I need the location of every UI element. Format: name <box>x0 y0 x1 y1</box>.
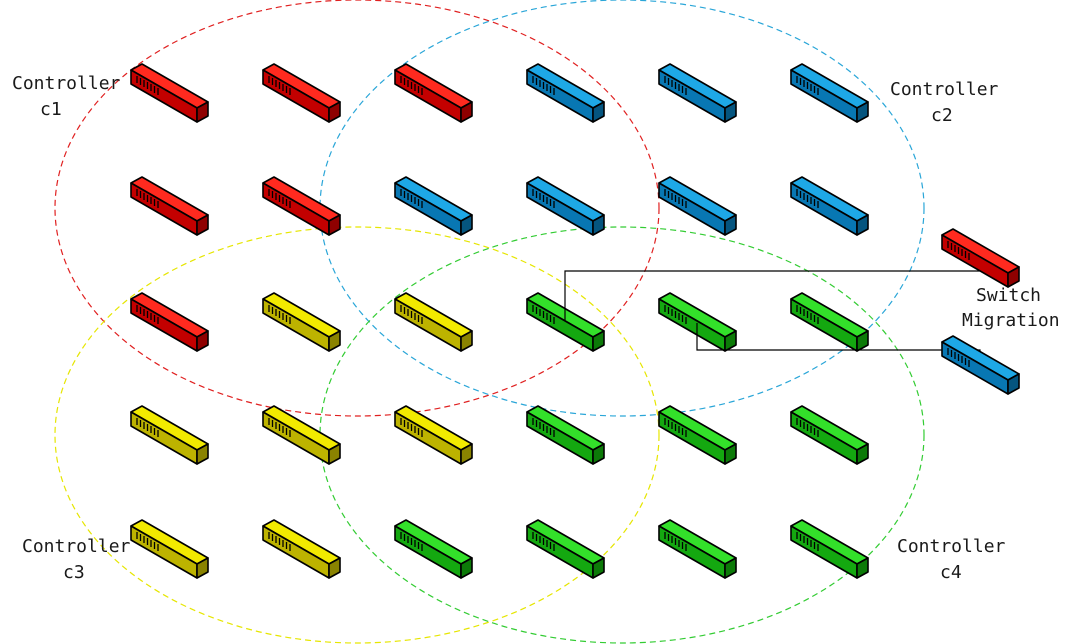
switch-r2-c1 <box>130 176 209 236</box>
switch-r4-c2 <box>262 405 341 465</box>
controller-c2-domain <box>319 0 925 417</box>
switch-r1-c2 <box>262 63 341 123</box>
switch-r4-c5 <box>658 405 737 465</box>
switch-r4-c1 <box>130 405 209 465</box>
switch-r1-c5 <box>658 63 737 123</box>
switch-r2-c6 <box>790 176 869 236</box>
switch-r3-c3 <box>394 292 473 352</box>
switch-r1-c3 <box>394 63 473 123</box>
controller-c1-domain <box>54 0 660 417</box>
migration-target-switch <box>941 335 1020 395</box>
switch-r3-c1 <box>130 292 209 352</box>
switch-r5-c5 <box>658 519 737 579</box>
switch-r3-c2 <box>262 292 341 352</box>
migration-switches <box>941 228 1020 395</box>
switch-r1-c6 <box>790 63 869 123</box>
controller-domains <box>54 0 925 644</box>
switch-r2-c4 <box>526 176 605 236</box>
controller-c3-domain <box>54 226 660 644</box>
switch-r5-c1 <box>130 519 209 579</box>
switch-r4-c6 <box>790 405 869 465</box>
switch-r3-c5 <box>658 292 737 352</box>
switch-r2-c3 <box>394 176 473 236</box>
switch-r1-c1 <box>130 63 209 123</box>
migration-line-upper <box>564 270 1001 320</box>
switch-r5-c6 <box>790 519 869 579</box>
switch-r5-c4 <box>526 519 605 579</box>
switch-grid <box>130 63 869 579</box>
switch-r5-c3 <box>394 519 473 579</box>
switch-r5-c2 <box>262 519 341 579</box>
migration-connector-lines <box>564 270 1001 358</box>
switch-r3-c6 <box>790 292 869 352</box>
switch-r4-c3 <box>394 405 473 465</box>
migration-source-switch <box>941 228 1020 288</box>
switch-r2-c5 <box>658 176 737 236</box>
controller-c4-domain <box>319 226 925 644</box>
switch-r2-c2 <box>262 176 341 236</box>
switch-r1-c4 <box>526 63 605 123</box>
switch-r4-c4 <box>526 405 605 465</box>
